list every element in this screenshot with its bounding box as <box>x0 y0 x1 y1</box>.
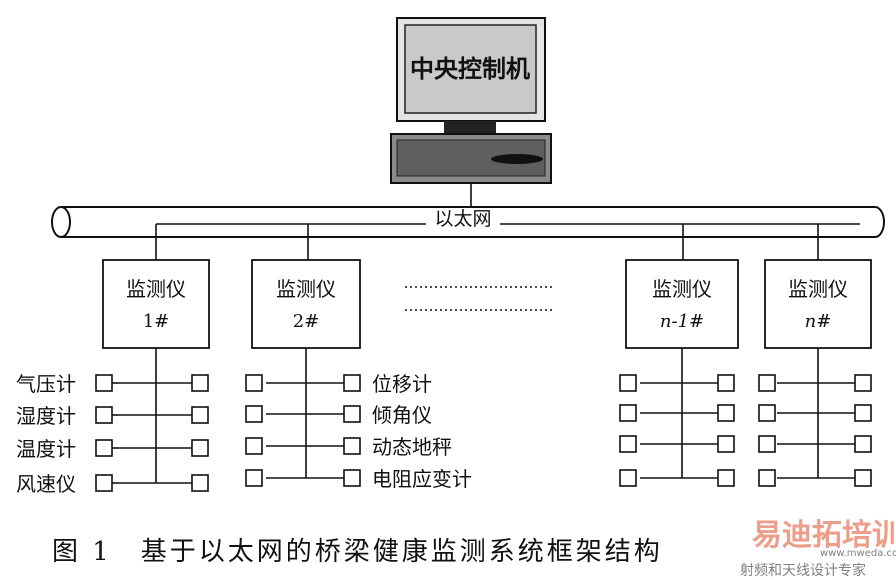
watermark: 易迪拓培训 www.mweda.com 射频和天线设计专家 <box>740 518 896 579</box>
ethernet-bus: 以太网 <box>52 207 884 237</box>
monitor-box <box>765 260 871 348</box>
sensor-label-barometer: 气压计 <box>16 372 76 396</box>
sensor-connector-left <box>620 375 636 486</box>
sensor-connector-right <box>344 375 360 486</box>
monitor-2: 监测仪 2# <box>252 260 360 348</box>
sensor-label-strain-gauge: 电阻应变计 <box>372 467 472 491</box>
network-label: 以太网 <box>434 208 491 230</box>
monitor-number: 2# <box>293 311 320 332</box>
sensor-label-weigh-in-motion: 动态地秤 <box>372 435 452 459</box>
central-computer: 中央控制机 <box>391 18 551 207</box>
monitor-box <box>252 260 360 348</box>
sensor-connector-right <box>192 375 208 491</box>
monitor-title: 监测仪 <box>652 277 712 301</box>
monitor-box <box>626 260 738 348</box>
sensor-tree-n-1 <box>620 348 734 486</box>
sensor-connector-right <box>855 375 871 486</box>
sensor-connector-left <box>96 375 118 491</box>
watermark-sub: 射频和天线设计专家 <box>740 562 866 579</box>
computer-label: 中央控制机 <box>410 54 530 83</box>
monitor-number: n# <box>805 311 832 332</box>
watermark-site: www.mweda.com <box>820 548 896 559</box>
monitor-stand <box>444 121 496 133</box>
monitor-number: 1# <box>143 311 170 332</box>
bus-left-end <box>52 207 70 237</box>
sensor-connector-left <box>759 375 775 486</box>
figure-caption: 图 1 基于以太网的桥梁健康监测系统框架结构 <box>52 537 663 567</box>
sensor-tree-n <box>759 348 871 486</box>
sensor-label-anemometer: 风速仪 <box>16 472 76 496</box>
monitor-n-1: 监测仪 n-1# <box>626 260 738 348</box>
sensor-tree-2 <box>246 348 360 486</box>
sensor-connector-right <box>718 375 734 486</box>
monitor-title: 监测仪 <box>788 277 848 301</box>
sensor-label-displacement: 位移计 <box>372 372 432 396</box>
sensor-label-hygrometer: 湿度计 <box>16 404 76 428</box>
sensor-tree-1 <box>96 348 208 491</box>
bus-right-end <box>875 207 884 237</box>
sensor-label-thermometer: 温度计 <box>16 437 76 461</box>
sensor-connector-left <box>246 375 262 486</box>
monitor-title: 监测仪 <box>276 277 336 301</box>
monitor-n: 监测仪 n# <box>765 260 871 348</box>
disk-drive-slot <box>491 154 543 164</box>
monitor-number: n-1# <box>660 311 704 332</box>
monitor-1: 监测仪 1# <box>103 260 209 348</box>
sensor-label-inclinometer: 倾角仪 <box>372 403 432 427</box>
monitor-box <box>103 260 209 348</box>
monitor-title: 监测仪 <box>126 277 186 301</box>
